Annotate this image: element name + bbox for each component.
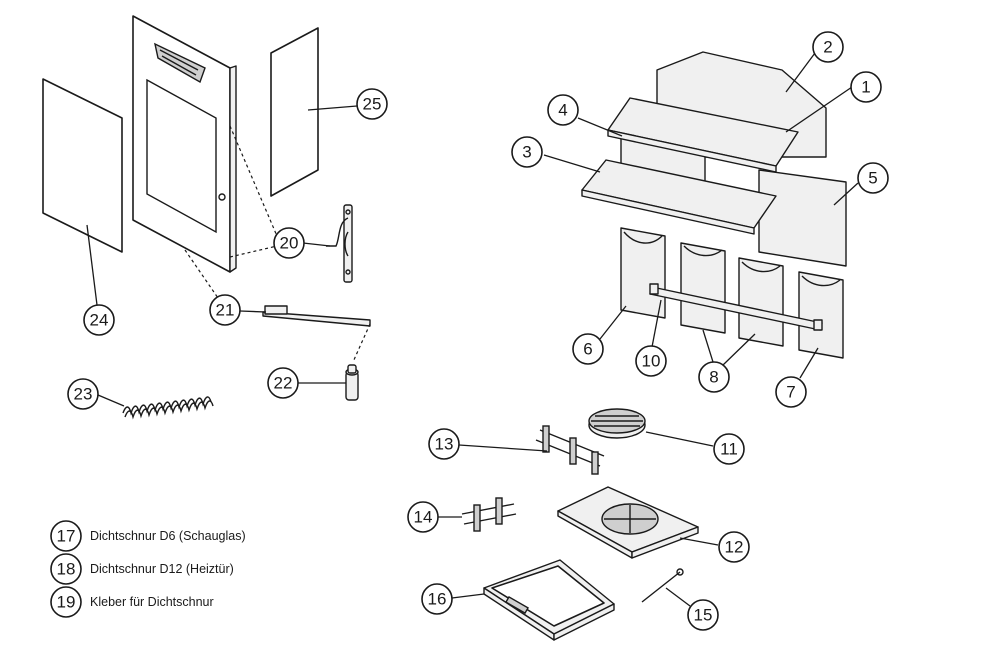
grate-plate-part-12	[557, 486, 699, 559]
small-rod-part-15	[641, 568, 684, 603]
svg-text:15: 15	[694, 606, 713, 625]
svg-text:8: 8	[709, 368, 718, 387]
door-frame	[132, 15, 237, 273]
side-brick-part-7	[798, 271, 844, 359]
round-grate-part-11	[588, 408, 646, 439]
callout-1: 1	[850, 71, 882, 103]
svg-text:24: 24	[90, 311, 109, 330]
callout-20: 20	[273, 227, 305, 259]
right-bottom-leader-lines	[438, 431, 719, 607]
svg-text:6: 6	[583, 340, 592, 359]
svg-text:22: 22	[274, 374, 293, 393]
callout-7: 7	[775, 376, 807, 408]
glass-pane-part-24	[42, 78, 123, 253]
door-handle-part-21	[262, 305, 371, 327]
svg-text:3: 3	[522, 143, 531, 162]
legend-text-19: Kleber für Dichtschnur	[90, 595, 214, 609]
callout-2: 2	[812, 31, 844, 63]
callout-21: 21	[209, 294, 241, 326]
glass-panel-part-25	[270, 27, 319, 197]
svg-text:2: 2	[823, 38, 832, 57]
callout-11: 11	[713, 433, 745, 465]
svg-text:23: 23	[74, 385, 93, 404]
left-leader-lines	[86, 105, 371, 407]
rear-brick-part-8b	[738, 257, 784, 347]
baffle-plate-part-1	[607, 97, 799, 173]
legend-text-18: Dichtschnur D12 (Heiztür)	[90, 562, 234, 576]
svg-text:10: 10	[642, 352, 661, 371]
callout-4: 4	[547, 94, 579, 126]
callout-15: 15	[687, 599, 719, 631]
knob-part-22	[345, 364, 359, 401]
svg-text:19: 19	[57, 593, 76, 612]
svg-text:7: 7	[786, 383, 795, 402]
callout-3: 3	[511, 136, 543, 168]
spring-part-23	[122, 396, 214, 420]
svg-text:16: 16	[428, 590, 447, 609]
callout-6: 6	[572, 333, 604, 365]
svg-text:12: 12	[725, 538, 744, 557]
grate-holder-part-14	[461, 497, 517, 532]
legend-item-18: 18	[50, 553, 82, 585]
svg-text:21: 21	[216, 301, 235, 320]
svg-text:18: 18	[57, 560, 76, 579]
legend-text-17: Dichtschnur D6 (Schauglas)	[90, 529, 246, 543]
grate-holder-part-13	[535, 425, 605, 475]
callout-16: 16	[421, 583, 453, 615]
baffle-plate-part-3	[581, 159, 777, 235]
callout-12: 12	[718, 531, 750, 563]
ash-pan-part-16	[483, 559, 615, 641]
legend-item-17: 17	[50, 520, 82, 552]
right-top-leader-lines	[543, 52, 859, 379]
callout-10: 10	[635, 345, 667, 377]
svg-text:5: 5	[868, 169, 877, 188]
callout-5: 5	[857, 162, 889, 194]
svg-text:4: 4	[558, 101, 567, 120]
svg-text:20: 20	[280, 234, 299, 253]
svg-text:25: 25	[363, 95, 382, 114]
svg-text:17: 17	[57, 527, 76, 546]
hinge-bracket-part-20	[326, 204, 353, 283]
rear-brick-part-8a	[680, 242, 726, 334]
rod-part-10	[649, 283, 823, 331]
callout-22: 22	[267, 367, 299, 399]
callout-25: 25	[356, 88, 388, 120]
svg-text:11: 11	[720, 440, 738, 459]
callout-23: 23	[67, 378, 99, 410]
callout-8: 8	[698, 361, 730, 393]
side-brick-part-6	[620, 227, 666, 319]
callout-24: 24	[83, 304, 115, 336]
callout-13: 13	[428, 428, 460, 460]
svg-text:14: 14	[414, 508, 433, 527]
side-brick-part-5	[758, 169, 847, 267]
legend-item-19: 19	[50, 586, 82, 618]
svg-text:1: 1	[861, 78, 870, 97]
legend: 17 Dichtschnur D6 (Schauglas) 18 Dichtsc…	[50, 520, 246, 618]
callout-14: 14	[407, 501, 439, 533]
svg-text:13: 13	[435, 435, 454, 454]
